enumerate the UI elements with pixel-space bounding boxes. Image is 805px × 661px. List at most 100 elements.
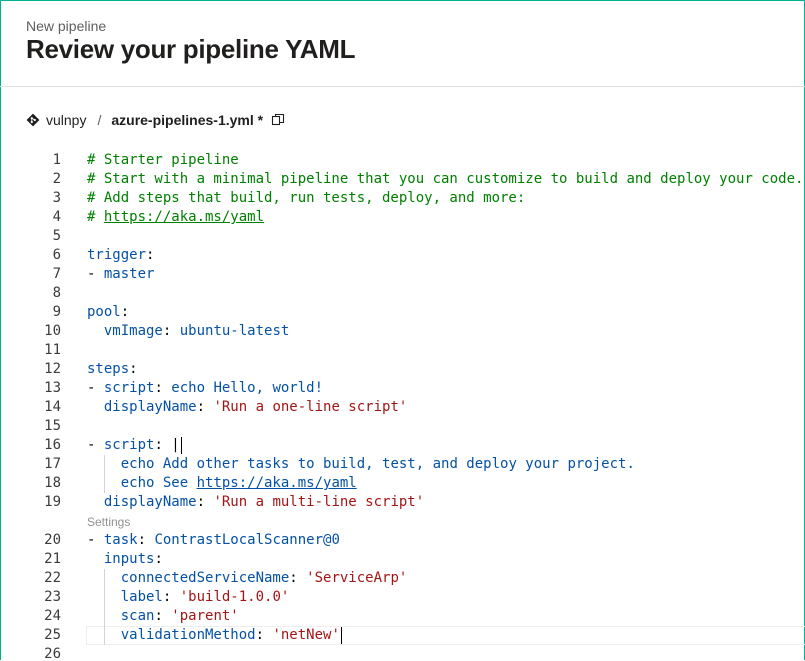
code-line[interactable]: 19 displayName: 'Run a multi-line script… (0, 493, 805, 512)
code-token: pool (87, 304, 121, 320)
text-cursor (180, 436, 182, 454)
code-text: - script: | (87, 436, 182, 455)
codelens-settings-link[interactable]: Settings (87, 515, 131, 529)
code-line[interactable]: 24 scan: 'parent' (0, 607, 805, 626)
line-number: 2 (52, 171, 61, 187)
code-line[interactable]: 25 validationMethod: 'netNew' (0, 626, 805, 645)
line-number: 9 (52, 304, 61, 320)
code-token: connectedServiceName (120, 570, 290, 586)
code-line[interactable]: 21 inputs: (0, 550, 805, 569)
code-text: - master (87, 265, 154, 284)
code-line[interactable]: 26 (0, 645, 805, 661)
code-line[interactable]: 15 (0, 417, 805, 436)
code-token: 'Run a multi-line script' (213, 494, 425, 510)
line-number: 6 (52, 247, 61, 263)
code-line[interactable]: 20- task: ContrastLocalScanner@0 (0, 531, 805, 550)
line-number: 19 (44, 494, 61, 510)
code-token: script (103, 437, 155, 453)
code-text: - task: ContrastLocalScanner@0 (87, 531, 340, 550)
breadcrumb-separator: / (97, 112, 102, 128)
code-token: echo See (120, 475, 197, 491)
code-text: validationMethod: 'netNew' (87, 626, 342, 645)
code-line[interactable]: 8 (0, 284, 805, 303)
code-line[interactable]: 3# Add steps that build, run tests, depl… (0, 189, 805, 208)
line-number: 22 (44, 570, 61, 586)
code-token: echo Hello, world! (171, 380, 324, 396)
line-number: 12 (44, 361, 61, 377)
code-line[interactable]: 5 (0, 227, 805, 246)
code-token: # Add steps that build, run tests, deplo… (87, 190, 526, 206)
code-line[interactable]: 11 (0, 341, 805, 360)
code-token: 'ServiceArp' (306, 570, 408, 586)
code-token: : (120, 304, 130, 320)
code-token: - (87, 532, 104, 548)
line-number: 13 (44, 380, 61, 396)
code-line[interactable]: 14 displayName: 'Run a one-line script' (0, 398, 805, 417)
code-token: inputs (103, 551, 155, 567)
code-token: : (196, 494, 214, 510)
code-token: : (162, 323, 180, 339)
code-token: : (137, 532, 155, 548)
code-token[interactable]: https://aka.ms/yaml (196, 475, 357, 491)
code-token: displayName (103, 494, 197, 510)
text-cursor (340, 626, 342, 644)
line-number: 17 (44, 456, 61, 472)
code-text: - script: echo Hello, world! (87, 379, 323, 398)
line-number: 16 (44, 437, 61, 453)
code-token: : (129, 361, 138, 377)
code-token[interactable]: https://aka.ms/yaml (103, 209, 265, 225)
code-token: vmImage (103, 323, 163, 339)
code-line[interactable]: 7- master (0, 265, 805, 284)
page-header: New pipeline Review your pipeline YAML (0, 0, 805, 87)
code-token: : (154, 608, 172, 624)
code-line[interactable]: 6 trigger: (0, 246, 805, 265)
code-token: | (171, 437, 180, 453)
page-title: Review your pipeline YAML (26, 34, 356, 64)
line-number: 24 (44, 608, 61, 624)
code-token: : (146, 247, 155, 263)
code-token (87, 494, 104, 510)
code-line[interactable]: 23 label: 'build-1.0.0' (0, 588, 805, 607)
code-line[interactable]: 13 - script: echo Hello, world! (0, 379, 805, 398)
copy-icon[interactable] (271, 113, 285, 127)
code-token: : (289, 570, 307, 586)
code-text: # https://aka.ms/yaml (87, 208, 264, 227)
code-line[interactable]: 1# Starter pipeline (0, 151, 805, 170)
indent-guide (103, 455, 105, 493)
code-token: label (120, 589, 163, 605)
code-line[interactable]: 9 pool: (0, 303, 805, 322)
line-number: 14 (44, 399, 61, 415)
line-number: 18 (44, 475, 61, 491)
code-text: echo See https://aka.ms/yaml (87, 474, 357, 493)
code-token (87, 399, 104, 415)
breadcrumb: vulnpy / azure-pipelines-1.yml * (26, 110, 285, 130)
code-token: trigger (87, 247, 147, 263)
code-token: # (87, 209, 104, 225)
code-text: vmImage: ubuntu-latest (87, 322, 289, 341)
breadcrumb-repo-link[interactable]: vulnpy (46, 112, 87, 128)
code-line[interactable]: 16 - script: | (0, 436, 805, 455)
code-token: # Starter pipeline (87, 152, 239, 168)
current-line-highlight (86, 626, 805, 645)
code-text: echo Add other tasks to build, test, and… (87, 455, 635, 474)
code-line[interactable]: 2 # Start with a minimal pipeline that yo… (0, 170, 805, 189)
code-line[interactable]: 18 echo See https://aka.ms/yaml (0, 474, 805, 493)
code-token: : (154, 551, 163, 567)
code-token: 'build-1.0.0' (179, 589, 290, 605)
code-line[interactable]: 17 echo Add other tasks to build, test, … (0, 455, 805, 474)
code-line[interactable]: 10 vmImage: ubuntu-latest (0, 322, 805, 341)
code-token: ContrastLocalScanner@0 (154, 532, 340, 548)
line-number: 10 (44, 323, 61, 339)
code-token: task (103, 532, 138, 548)
line-number: 4 (52, 209, 61, 225)
code-token: - (87, 380, 104, 396)
code-line[interactable]: 22 connectedServiceName: 'ServiceArp' (0, 569, 805, 588)
code-text: label: 'build-1.0.0' (87, 588, 290, 607)
code-line[interactable]: 4 # https://aka.ms/yaml (0, 208, 805, 227)
git-repo-icon (26, 113, 40, 127)
code-token: 'parent' (171, 608, 239, 624)
code-text: # Start with a minimal pipeline that you… (87, 170, 803, 189)
code-token: validationMethod (120, 627, 256, 643)
